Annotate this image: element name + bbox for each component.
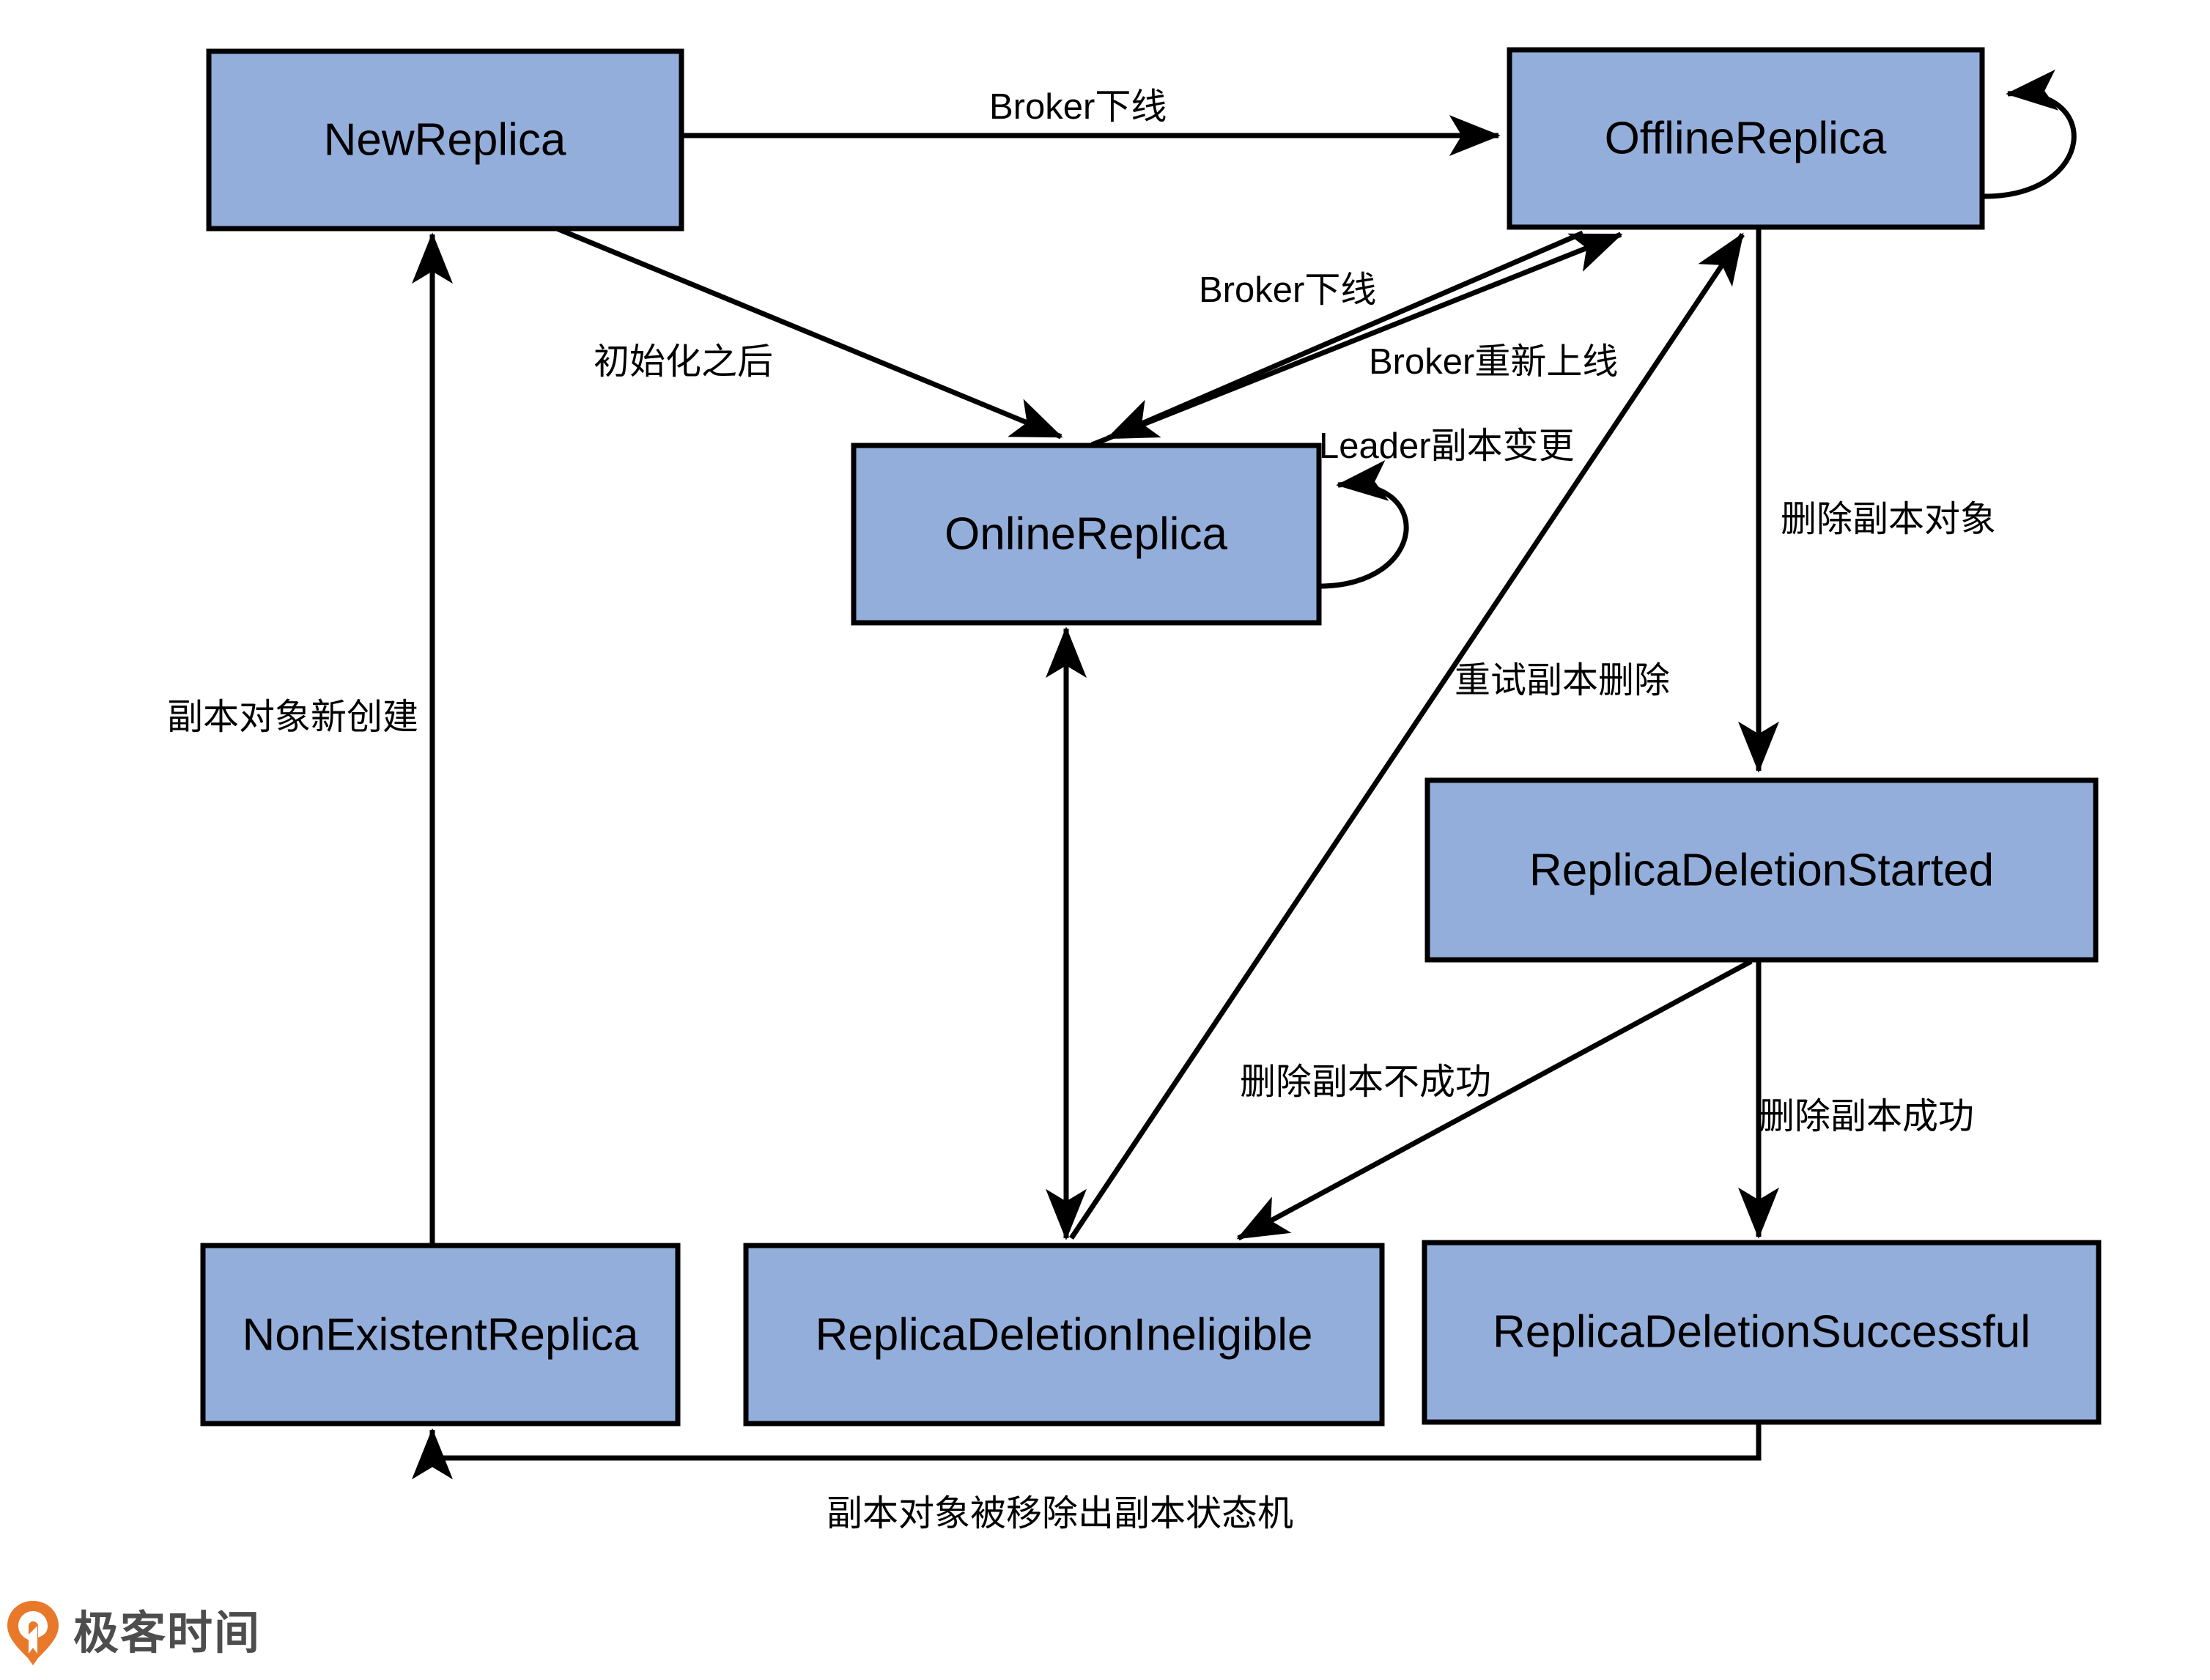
node-label-replica-deletion-started: ReplicaDeletionStarted [1529, 845, 1994, 895]
node-label-online-replica: OnlineReplica [945, 508, 1228, 559]
node-offline-replica[interactable]: OfflineReplica [1507, 47, 1985, 230]
edge-offline-to-online [1106, 230, 1584, 441]
edge-label-broker-online-again: Broker重新上线 [1369, 342, 1618, 382]
node-replica-deletion-successful[interactable]: ReplicaDeletionSuccessful [1422, 1240, 2102, 1425]
edge-label-broker-offline-mid: Broker下线 [1199, 270, 1376, 310]
edge-online-self-loop [1318, 460, 1409, 589]
edge-offline-self-loop [1984, 70, 2077, 199]
node-label-replica-deletion-ineligible: ReplicaDeletionIneligible [816, 1309, 1313, 1360]
edge-label-removed-from-state-machine: 副本对象被移除出副本状态机 [827, 1494, 1293, 1533]
edge-deletion-started-to-ineligible [1236, 958, 1753, 1241]
node-label-offline-replica: OfflineReplica [1605, 113, 1887, 163]
geektime-watermark: 极客时间 [6, 1599, 261, 1667]
node-label-replica-deletion-successful: ReplicaDeletionSuccessful [1493, 1306, 2030, 1357]
edge-label-replica-created: 副本对象新创建 [167, 697, 418, 737]
edge-label-broker-offline-top: Broker下线 [989, 87, 1167, 127]
geektime-logo-icon [6, 1599, 60, 1667]
edge-successful-to-nonexistent [412, 1424, 1762, 1480]
edge-ineligible-to-offline [1069, 232, 1745, 1240]
node-non-existent-replica[interactable]: NonExistentReplica [200, 1243, 681, 1426]
node-label-non-existent-replica: NonExistentReplica [242, 1309, 639, 1360]
edge-label-leader-change: Leader副本变更 [1319, 426, 1575, 466]
node-new-replica[interactable]: NewReplica [206, 48, 684, 232]
edge-new-to-online [555, 226, 1063, 440]
edge-label-after-init: 初始化之后 [594, 342, 773, 382]
edge-label-delete-replica-success: 删除副本成功 [1759, 1097, 1974, 1136]
node-replica-deletion-started[interactable]: ReplicaDeletionStarted [1424, 777, 2099, 963]
edge-label-delete-replica-failed: 删除副本不成功 [1240, 1062, 1491, 1102]
geektime-brand-text: 极客时间 [73, 1606, 262, 1659]
edge-label-delete-replica-object: 删除副本对象 [1781, 500, 1996, 539]
edge-label-retry-delete-replica: 重试副本删除 [1455, 661, 1670, 700]
node-online-replica[interactable]: OnlineReplica [851, 443, 1322, 626]
node-label-new-replica: NewReplica [324, 114, 566, 165]
node-replica-deletion-ineligible[interactable]: ReplicaDeletionIneligible [743, 1243, 1385, 1426]
